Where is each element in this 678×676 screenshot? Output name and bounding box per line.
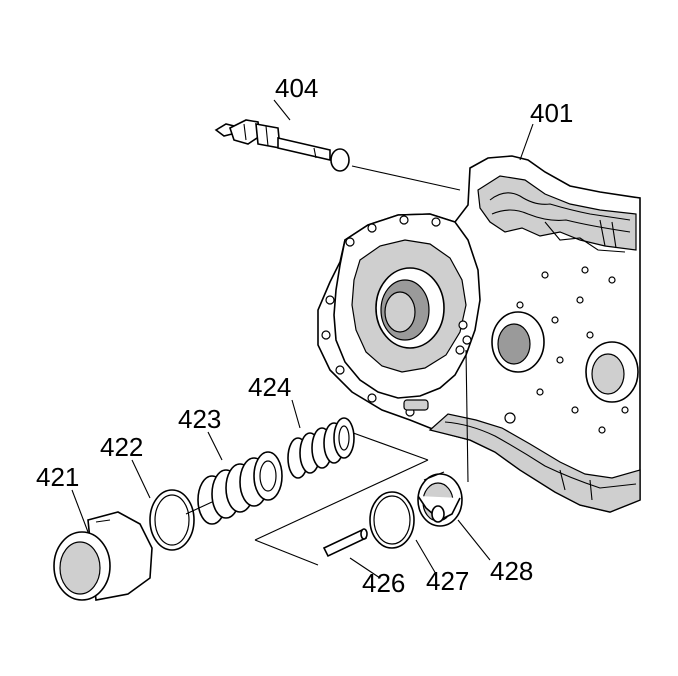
callout-428: 428 (490, 556, 533, 586)
callout-422: 422 (100, 432, 143, 462)
part-426-pin (322, 528, 368, 558)
callout-labels: 404 401 424 423 422 421 426 427 428 (36, 73, 573, 598)
leader-lines (71, 99, 534, 579)
part-422-snap-ring (149, 489, 195, 551)
callout-427: 427 (426, 566, 469, 596)
callout-423: 423 (178, 404, 221, 434)
callout-424: 424 (248, 372, 291, 402)
callout-401: 401 (530, 98, 573, 128)
transmission-case (317, 155, 641, 513)
callout-404: 404 (275, 73, 318, 103)
callout-426: 426 (362, 568, 405, 598)
part-427-seal (369, 491, 415, 549)
part-404-rod (214, 119, 350, 172)
part-423-spring (185, 451, 283, 525)
part-428-piston (417, 471, 463, 527)
part-424-spring (287, 417, 355, 479)
part-421-cover (53, 511, 153, 601)
callout-421: 421 (36, 462, 79, 492)
